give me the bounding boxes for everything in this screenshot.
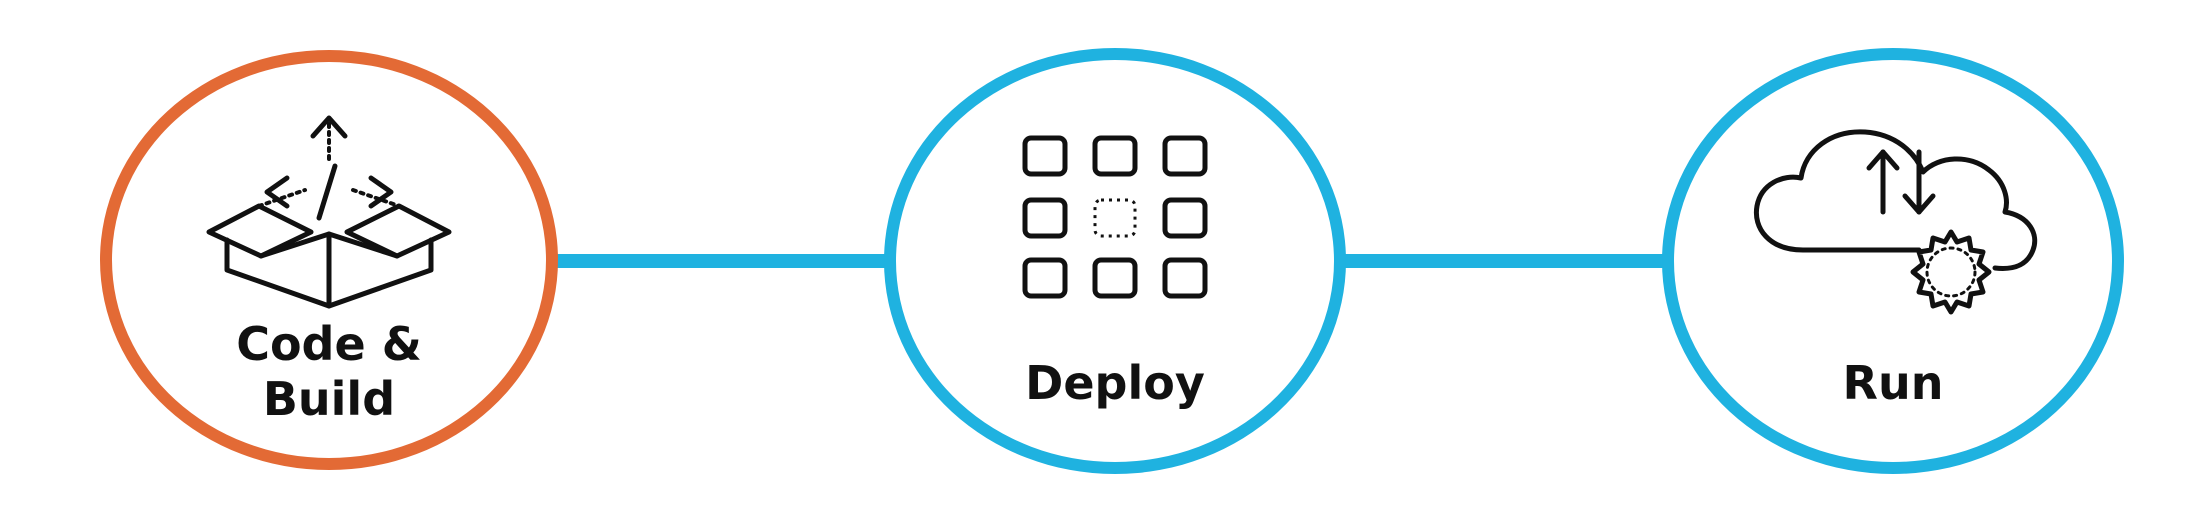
step-deploy: Deploy bbox=[884, 48, 1346, 474]
step-label: Code & Build bbox=[236, 317, 422, 427]
connector-deploy-run bbox=[1338, 254, 1670, 268]
cloud-sync-gear-icon bbox=[1753, 129, 2038, 315]
step-code-build: Code & Build bbox=[100, 50, 558, 470]
step-label: Deploy bbox=[1025, 356, 1205, 410]
grid-modules-icon bbox=[1022, 135, 1208, 299]
step-label: Run bbox=[1842, 356, 1944, 410]
open-box-code-icon bbox=[206, 115, 452, 309]
step-run: Run bbox=[1662, 48, 2124, 474]
connector-build-deploy bbox=[552, 254, 892, 268]
